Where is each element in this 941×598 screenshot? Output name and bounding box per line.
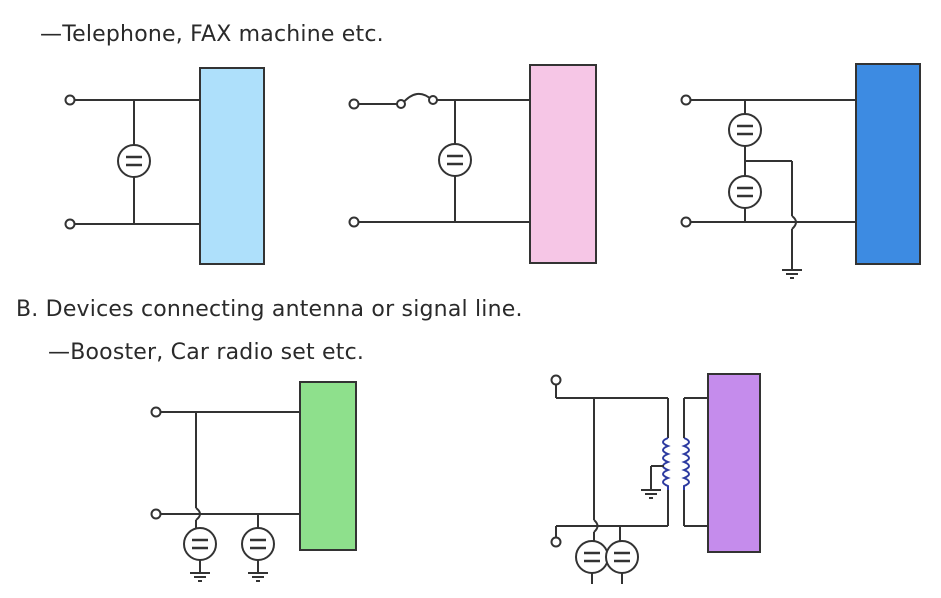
terminal-icon bbox=[680, 94, 692, 106]
device-box-blue bbox=[855, 63, 921, 265]
terminal-icon bbox=[64, 94, 76, 106]
terminal-icon bbox=[348, 98, 360, 110]
caption-telephone-fax: —Telephone, FAX machine etc. bbox=[40, 22, 384, 47]
arrester-icon bbox=[604, 539, 640, 575]
ground-icon bbox=[247, 564, 269, 582]
terminal-icon bbox=[550, 536, 562, 548]
arrester-icon bbox=[727, 112, 763, 148]
diagram-a2 bbox=[348, 64, 597, 264]
terminal-icon bbox=[150, 406, 162, 418]
terminal-icon bbox=[150, 508, 162, 520]
device-box-pink bbox=[529, 64, 597, 264]
diagram-b1 bbox=[150, 381, 357, 582]
device-box-purple bbox=[707, 373, 761, 553]
diagram-b2 bbox=[550, 373, 761, 584]
ground-icon bbox=[189, 564, 211, 582]
terminal-icon bbox=[348, 216, 360, 228]
device-box-green bbox=[299, 381, 357, 551]
arrester-icon bbox=[182, 526, 218, 562]
ground-icon bbox=[640, 481, 662, 499]
arrester-icon bbox=[437, 142, 473, 178]
terminal-icon bbox=[550, 374, 562, 386]
heading-section-b: B. Devices connecting antenna or signal … bbox=[16, 297, 523, 322]
terminal-icon bbox=[64, 218, 76, 230]
ground-icon bbox=[781, 261, 803, 279]
coil-icon bbox=[662, 437, 690, 490]
diagram-a3 bbox=[680, 63, 921, 279]
arrester-icon bbox=[116, 143, 152, 179]
arrester-icon bbox=[574, 539, 610, 575]
terminal-icon bbox=[680, 216, 692, 228]
arrester-icon bbox=[727, 174, 763, 210]
switch-icon bbox=[401, 93, 433, 105]
caption-booster-radio: —Booster, Car radio set etc. bbox=[48, 340, 365, 365]
diagram-a1 bbox=[64, 67, 265, 265]
device-box-light-blue bbox=[199, 67, 265, 265]
arrester-icon bbox=[240, 526, 276, 562]
